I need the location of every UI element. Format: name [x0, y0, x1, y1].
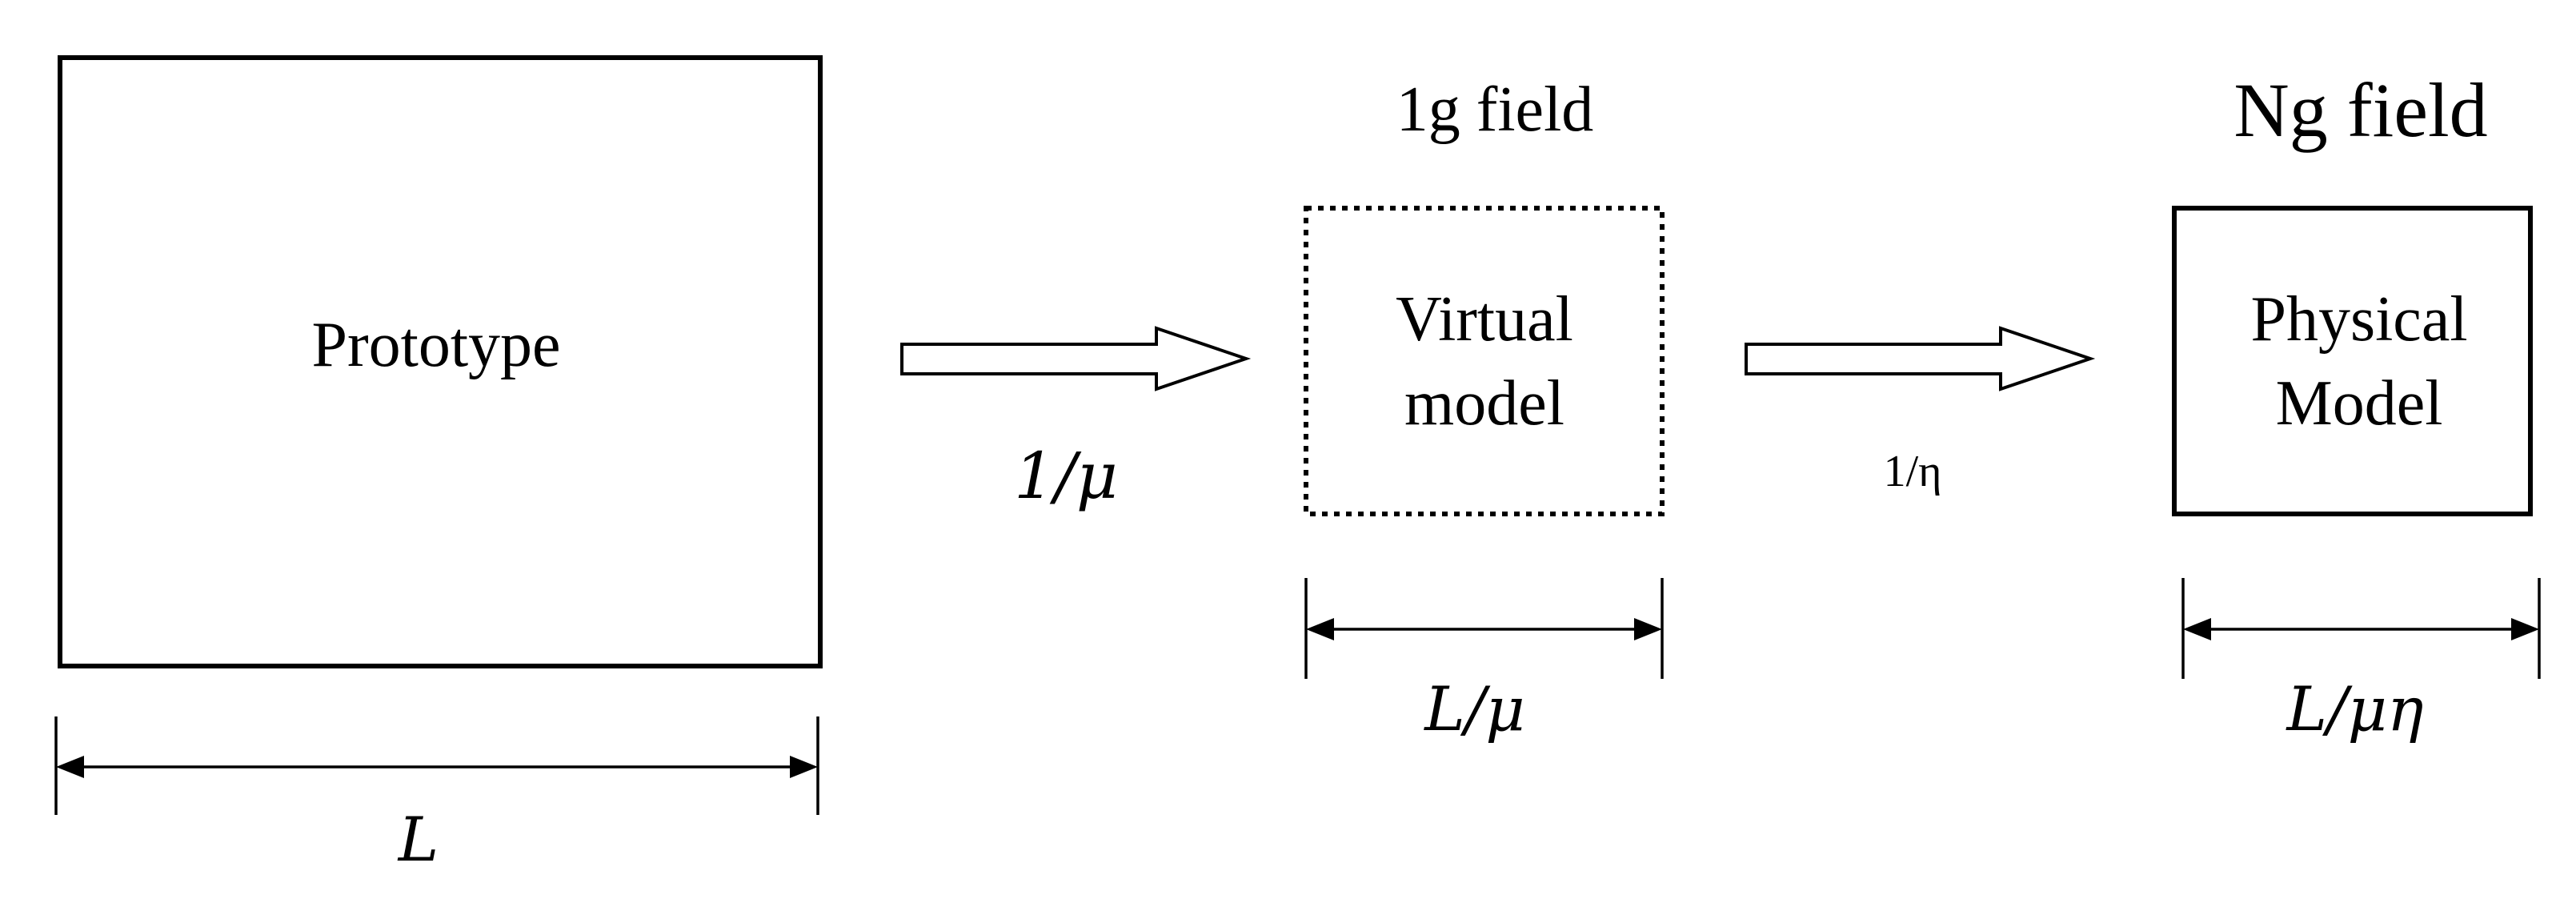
prototype-box [58, 55, 823, 668]
prototype-dimension-line [54, 716, 819, 815]
physical-model-group: Ng field Physical Model L/μη [2172, 67, 2541, 744]
virtual-dimension-label: L/μ [1423, 673, 1524, 744]
physical-model-label-line1: Physical [2250, 284, 2467, 355]
virtual-model-group: 1g field Virtual model L/μ [1304, 74, 1665, 744]
dimension-arrowhead-right [2511, 618, 2539, 640]
prototype-dimension-label: L [397, 804, 439, 875]
physical-field-label: Ng field [2233, 67, 2487, 153]
hollow-arrow-2 [1745, 326, 2096, 391]
scale-arrow-2: 1/η [1745, 326, 2096, 496]
scale-arrow-1: 1/μ [900, 326, 1252, 513]
virtual-dimension-line [1304, 578, 1664, 679]
dimension-arrowhead-left [1306, 618, 1334, 640]
hollow-arrow-1 [900, 326, 1252, 391]
dimension-arrowhead-right [790, 756, 818, 778]
virtual-model-label-line2: model [1404, 368, 1564, 439]
virtual-field-label: 1g field [1396, 74, 1594, 145]
physical-dimension-line [2181, 578, 2541, 679]
physical-model-label-line2: Model [2276, 368, 2443, 439]
scale-factor-2: 1/η [1884, 447, 1942, 496]
physical-dimension-label: L/μη [2286, 673, 2424, 744]
prototype-label: Prototype [311, 310, 560, 380]
prototype-group: Prototype L [54, 55, 823, 875]
dimension-arrowhead-left [2183, 618, 2211, 640]
dimension-arrowhead-right [1634, 618, 1662, 640]
physical-model-box [2172, 206, 2533, 516]
virtual-model-label-line1: Virtual [1396, 284, 1573, 355]
virtual-model-box [1304, 206, 1665, 516]
dimension-arrowhead-left [56, 756, 84, 778]
scale-factor-1: 1/μ [1014, 439, 1118, 513]
